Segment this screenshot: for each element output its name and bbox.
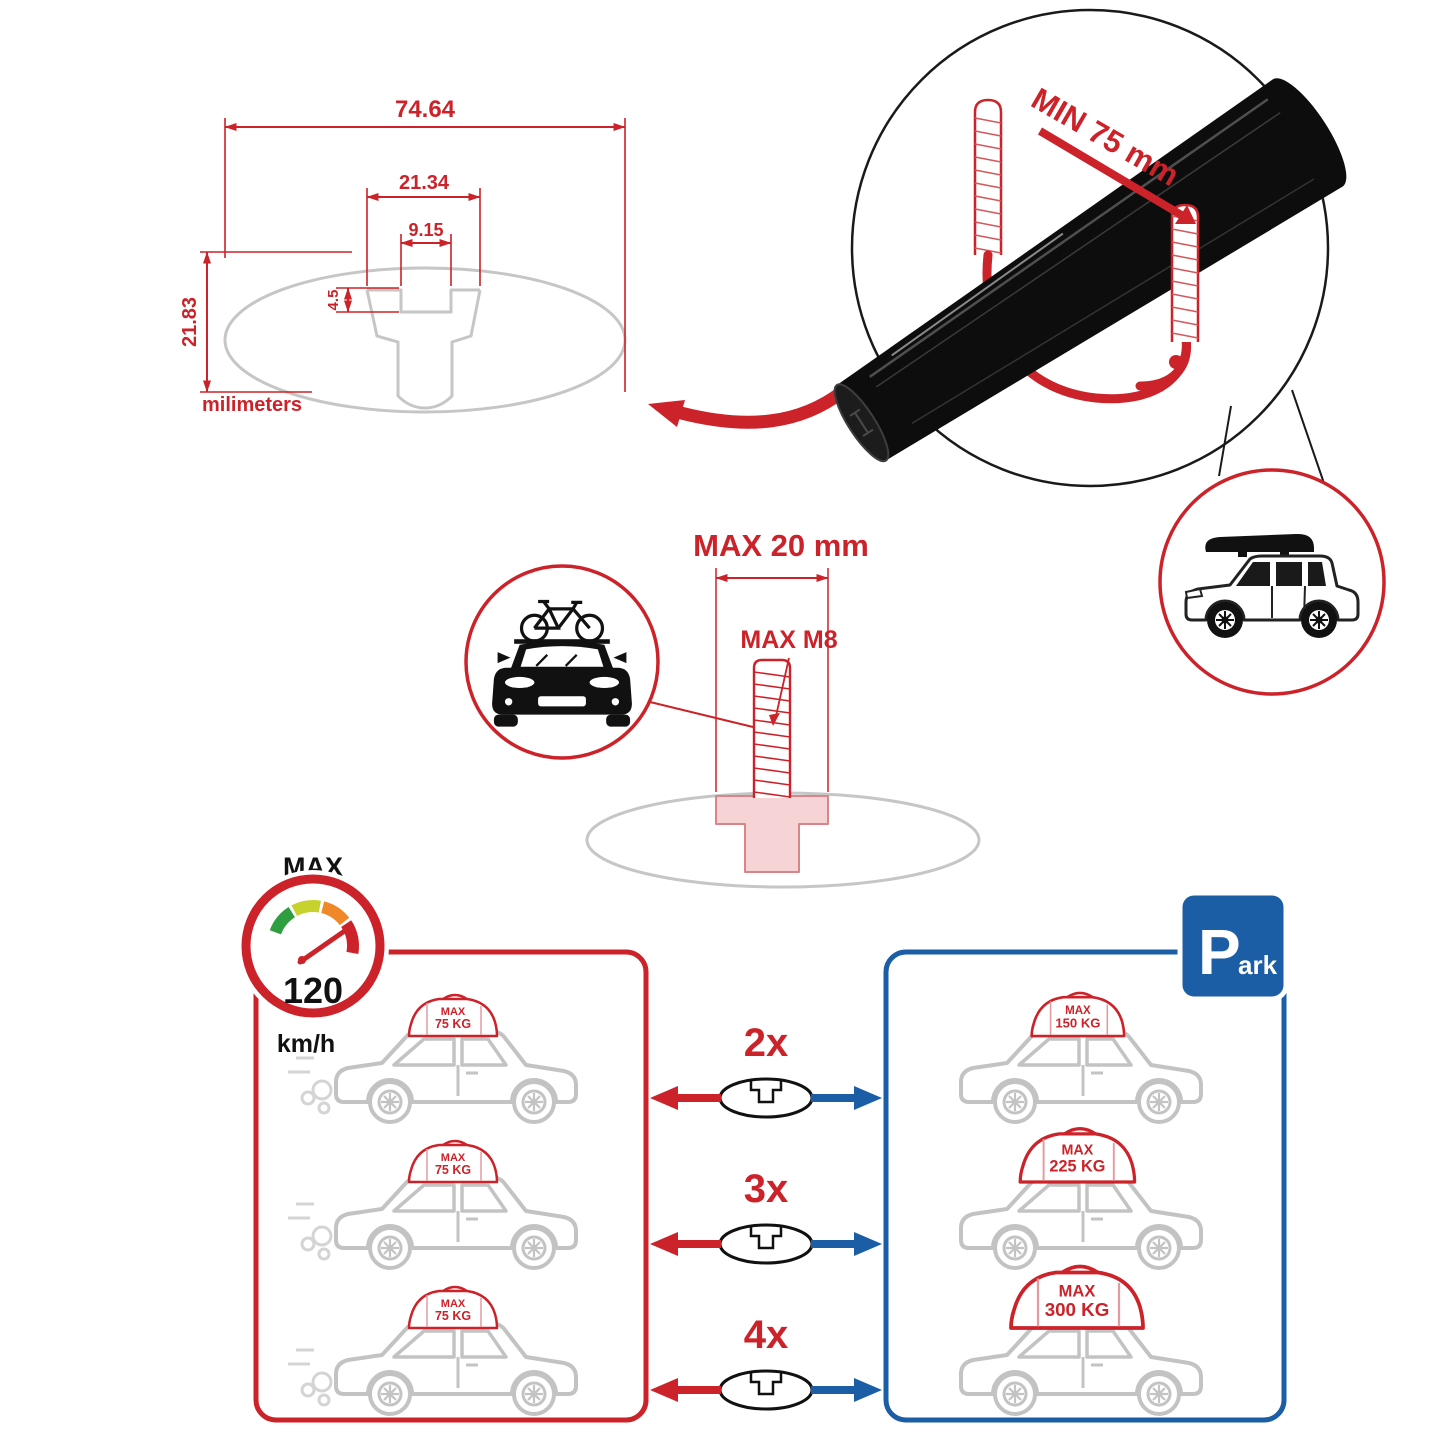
bag-weight-label: 75 KG <box>435 1017 471 1031</box>
bolt-dimension-lines <box>715 568 829 792</box>
speedometer-needle <box>297 927 349 965</box>
bag-weight-label: 75 KG <box>435 1163 471 1177</box>
crossbar-3d-detail: MIN 75 mm <box>833 8 1347 488</box>
units-label: milimeters <box>202 394 302 416</box>
bag-weight-label: 75 KG <box>435 1309 471 1323</box>
bag-max-label: MAX <box>1065 1005 1091 1017</box>
bag-max-label: MAX <box>441 1298 466 1310</box>
crossbar-bar-render <box>833 78 1347 463</box>
bag-weight-label: 300 KG <box>1045 1299 1110 1320</box>
multiplier-label: 3x <box>744 1167 789 1211</box>
speed-limit-badge: MAX 120 km/h <box>237 852 389 1058</box>
speedometer-ring <box>241 874 385 1018</box>
dim-slot-depth: 4.5 <box>325 290 342 311</box>
crossbar-profile-icon <box>718 1223 814 1265</box>
vehicle-example-circle <box>1158 389 1386 696</box>
parked-car-row-3: MAX 300 KG <box>959 1264 1203 1416</box>
crossbar-cross-section-diagram: 74.64 21.34 9.15 4.5 21.83 milimeters <box>179 96 849 429</box>
clamp-rod-front-icon <box>1135 203 1200 391</box>
dim-boss-width: 21.34 <box>399 172 450 194</box>
speed-units: km/h <box>277 1030 335 1058</box>
crossbar-count-row-3: 4x <box>650 1313 882 1411</box>
bike-carrier-circle <box>464 564 754 760</box>
parked-car-row-2: MAX 225 KG <box>959 1127 1203 1270</box>
dim-height: 21.83 <box>179 297 201 347</box>
multiplier-label: 4x <box>744 1313 789 1357</box>
speed-value: 120 <box>283 970 343 1011</box>
driving-car-row-3: MAX 75 KG <box>286 1285 578 1416</box>
driving-car-row-1: MAX 75 KG <box>286 993 578 1124</box>
arrow-right-blue <box>811 1378 882 1402</box>
bag-weight-label: 150 KG <box>1055 1016 1100 1031</box>
bag-max-label: MAX <box>1062 1143 1094 1159</box>
min-gap-arrow <box>1037 127 1196 224</box>
clamp-point-dot <box>1169 355 1183 369</box>
driving-car-row-2: MAX 75 KG <box>286 1139 578 1270</box>
bike-circle-leader-line <box>649 701 754 728</box>
circle-connector-lines <box>1218 389 1328 493</box>
crossbar-profile-icon <box>718 1369 814 1411</box>
dim-total-width: 74.64 <box>395 96 456 123</box>
arrow-right-blue <box>811 1086 882 1110</box>
thread-leader-arrow <box>769 713 780 726</box>
crossbar-profile-icon <box>718 1077 814 1119</box>
crossbar-count-row-1: 2x <box>650 1021 882 1119</box>
parking-sign-suffix: ark <box>1238 950 1278 980</box>
suv-wheel-front <box>1207 602 1243 638</box>
suv-wheel-rear <box>1301 602 1337 638</box>
arrow-left-red <box>650 1232 721 1256</box>
max-bolt-length-label: MAX 20 mm <box>693 528 869 563</box>
bag-max-label: MAX <box>441 1006 466 1018</box>
callout-arrow-to-profile <box>648 385 849 429</box>
max-thread-label: MAX M8 <box>740 626 837 654</box>
dim-slot-width: 9.15 <box>408 220 443 240</box>
arrow-left-red <box>650 1378 721 1402</box>
multiplier-label: 2x <box>744 1021 789 1065</box>
parked-car-row-1: MAX 150 KG <box>959 991 1203 1124</box>
t-slot-nut-icon <box>715 795 829 873</box>
bag-max-label: MAX <box>1059 1283 1096 1301</box>
parking-sign-letter: P <box>1198 916 1241 988</box>
bag-weight-label: 225 KG <box>1049 1158 1105 1176</box>
bag-max-label: MAX <box>441 1152 466 1164</box>
car-front-silhouette <box>492 599 632 727</box>
bolt-detail-diagram: MAX 20 mm MAX M8 <box>464 528 981 889</box>
arrow-right-blue <box>811 1232 882 1256</box>
speedometer-gauge <box>269 900 359 954</box>
load-capacity-section: P ark MAX 120 km/h MAX <box>237 852 1289 1423</box>
crossbar-count-row-2: 3x <box>650 1167 882 1265</box>
suv-with-roofbox-icon <box>1184 533 1360 638</box>
clamp-rod-rear-icon <box>973 98 1003 255</box>
dimension-lines <box>200 118 626 393</box>
parking-sign: P ark <box>1177 890 1289 1002</box>
arrow-left-red <box>650 1086 721 1110</box>
roof-box-icon <box>1205 533 1314 552</box>
